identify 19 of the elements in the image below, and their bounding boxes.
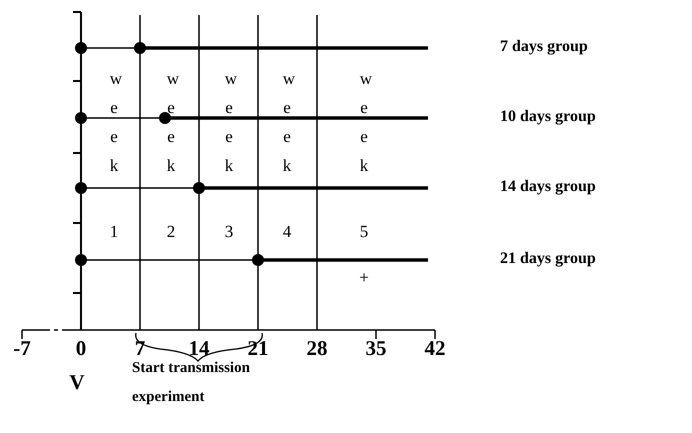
plus-sign: + — [359, 268, 369, 288]
note-text: Start transmission experiment — [132, 359, 251, 407]
group-label: 7 days group — [500, 38, 588, 56]
tick-label: 0 — [76, 336, 86, 361]
tick-label: -7 — [13, 336, 31, 361]
week-number: 2 — [166, 222, 176, 242]
tick-label: 28 — [306, 336, 328, 361]
tick-label: 14 — [188, 336, 210, 361]
group-label: 10 days group — [500, 108, 596, 126]
tick-label: 21 — [248, 336, 268, 361]
vaccination-label: V — [69, 370, 85, 395]
week-number: 5 — [360, 222, 368, 242]
week-number: 1 — [110, 222, 118, 242]
week-number: 3 — [224, 222, 234, 242]
week-number: 4 — [282, 222, 292, 242]
group-label: 21 days group — [500, 250, 596, 268]
tick-label: 35 — [366, 336, 386, 361]
group-label: 14 days group — [500, 178, 596, 196]
tick-label: 42 — [424, 336, 446, 361]
